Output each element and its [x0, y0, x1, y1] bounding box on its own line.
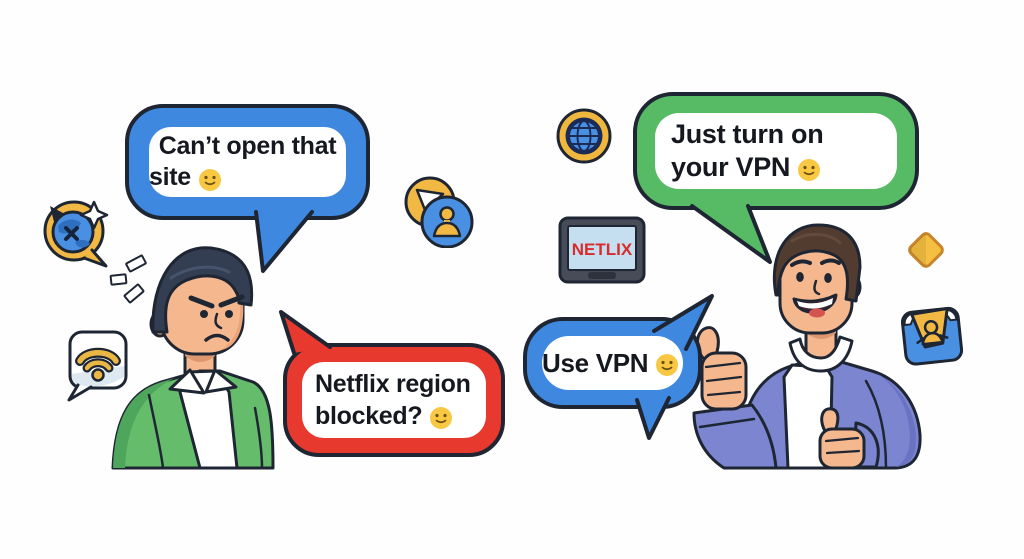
netflix-tv-label: NETLIX	[572, 240, 633, 259]
diamond-icon	[908, 232, 944, 268]
speech-bubble-use-vpn: Use VPN	[523, 317, 702, 409]
bubble-text-line: blocked?	[315, 402, 423, 430]
netflix-tv-icon: NETLIX	[558, 216, 646, 284]
photo-card-icon	[900, 306, 964, 366]
bubble-text-line: Can’t open that	[158, 132, 337, 160]
map-globe-bubble-icon	[43, 200, 109, 268]
globe-badge-icon	[556, 108, 612, 164]
frowning-man-illustration	[111, 246, 275, 470]
smiley-emoji-icon	[198, 168, 222, 192]
bubble-text-line: Just turn on	[671, 119, 824, 149]
wifi-bubble-icon	[67, 330, 128, 402]
bubble-text-line: site	[149, 163, 191, 191]
bubble-text-line: your VPN	[671, 152, 791, 182]
speech-bubble-netflix-blocked: Netflix region blocked?	[283, 343, 505, 457]
bubble-text-line: Use VPN	[542, 348, 649, 378]
smiley-emoji-icon	[797, 158, 821, 182]
smiley-emoji-icon	[429, 406, 453, 430]
user-avatar-badge-icon	[404, 176, 474, 248]
smiling-man-illustration	[692, 223, 922, 470]
speech-bubble-turn-on-vpn: Just turn on your VPN	[633, 92, 919, 210]
smiley-emoji-icon	[655, 353, 679, 377]
bubble-text-line: Netflix region	[315, 370, 471, 398]
speech-bubble-cant-open: Can’t open that site	[125, 104, 370, 220]
